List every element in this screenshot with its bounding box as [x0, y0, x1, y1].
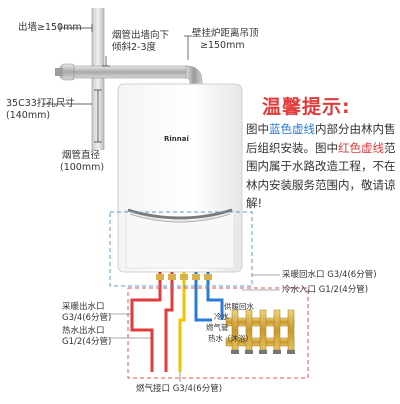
- hot-outlet-label-1: 热水出水口: [62, 326, 105, 336]
- valves: [156, 274, 212, 280]
- tip-text-2: 内部分由林内售后组织安装。图中: [246, 122, 396, 155]
- wall-section: [92, 8, 104, 150]
- heating-outlet-label-2: G3/4(6分管): [62, 313, 112, 323]
- leader-lines: [110, 274, 280, 382]
- wall-clearance-label: 出墙≥150mm: [18, 22, 82, 33]
- red-dashed-region: [127, 287, 309, 379]
- pipe-diameter-label-2: (100mm): [60, 162, 105, 173]
- flue-slope-label-1: 烟管出墙向下: [112, 30, 170, 41]
- manifold-return-label: 供暖回水: [224, 302, 254, 311]
- ceiling-clearance-label-2: ≥150mm: [200, 40, 245, 51]
- manifold-cold-label: 冷水: [214, 312, 229, 321]
- tip-red-text: 红色虚线: [338, 140, 384, 155]
- blue-dashed-region: [109, 211, 253, 287]
- tip-blue-text: 蓝色虚线: [269, 122, 315, 136]
- tip-text-3: 范围内属于水路改造工程，不在林内安装服务范围内，敬请谅解!: [246, 140, 396, 211]
- hole-size-label-2: (140mm): [6, 110, 51, 121]
- tip-body: 图中蓝色虚线内部分由林内售后组织安装。图中红色虚线范围内属于水路改造工程，不在林…: [246, 120, 396, 213]
- cold-inlet-label: 冷水入口 G1/2(4分管): [282, 285, 369, 295]
- heating-outlet-label-1: 采暖出水口: [62, 302, 105, 312]
- tip-text-1: 图中: [246, 122, 269, 136]
- gas-inlet-label: 燃气接口 G3/4(6分管): [136, 384, 223, 394]
- manifold-hot-label: 热水（沐浴）: [208, 334, 253, 343]
- boiler-unit: [117, 83, 243, 273]
- manifold-gas-label: 燃气管: [206, 323, 229, 332]
- hot-outlet-label-2: G1/2(4分管): [62, 337, 112, 347]
- brand-logo: Rinnai: [164, 135, 189, 143]
- flue-slope-label-2: 倾斜2-3度: [112, 42, 157, 53]
- dimension-lines: [42, 24, 192, 143]
- pipe-diameter-label-1: 烟管直径: [62, 150, 101, 161]
- tip-title: 温馨提示:: [262, 96, 351, 118]
- manifold: [225, 309, 295, 354]
- ceiling-clearance-label-1: 壁挂炉距离吊顶: [192, 28, 259, 39]
- heating-return-label: 采暖回水口 G3/4(6分管): [282, 270, 377, 280]
- water-pipes: [130, 272, 224, 372]
- hole-size-label-1: 35C33打孔尺寸: [6, 98, 75, 109]
